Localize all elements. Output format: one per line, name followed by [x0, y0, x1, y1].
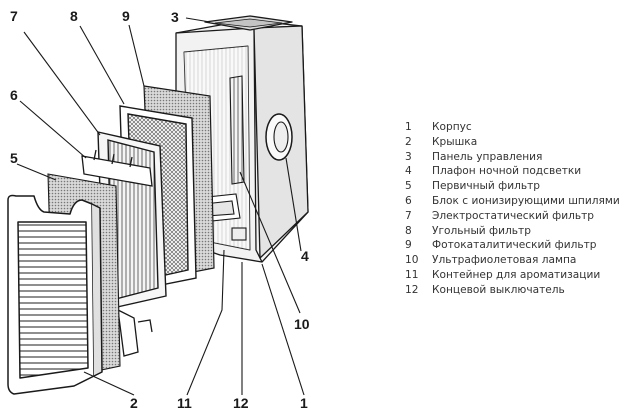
legend-label: Угольный фильтр: [432, 224, 531, 237]
legend-label: Контейнер для ароматизации: [432, 268, 601, 281]
legend-item: 9 Фотокаталитический фильтр: [405, 238, 633, 253]
legend-label: Концевой выключатель: [432, 283, 565, 296]
callout-12: 12: [233, 395, 249, 411]
uv-lamp: [229, 75, 245, 185]
legend-label: Крышка: [432, 135, 478, 148]
parts-legend: 1 Корпус 2 Крышка 3 Панель управления 4 Плаф…: [405, 120, 633, 298]
legend-number: 4: [405, 165, 412, 178]
legend-number: 11: [405, 268, 419, 281]
callout-10: 10: [294, 316, 310, 332]
front-cover: [7, 194, 103, 395]
legend-item: 1 Корпус: [405, 120, 633, 135]
legend-item: 11 Контейнер для ароматизации: [405, 268, 633, 283]
legend-item: 12 Концевой выключатель: [405, 283, 633, 298]
legend-item: 3 Панель управления: [405, 150, 633, 165]
legend-label: Первичный фильтр: [432, 180, 540, 193]
callout-4: 4: [301, 248, 309, 264]
callout-2: 2: [130, 395, 138, 411]
legend-number: 7: [405, 209, 412, 222]
legend-number: 1: [405, 121, 412, 133]
ionizing-spikes-block: [81, 149, 153, 357]
legend-number: 6: [405, 194, 412, 207]
limit-switch: [231, 227, 247, 241]
legend-item: 7 Электростатический фильтр: [405, 209, 633, 224]
leader-lines: [16, 17, 305, 396]
legend-label: Ультрафиолетовая лампа: [432, 254, 577, 267]
legend-label: Плафон ночной подсветки: [432, 165, 582, 178]
legend-number: 2: [405, 135, 412, 148]
legend-number: 8: [405, 224, 412, 237]
legend-number: 12: [405, 283, 419, 296]
legend-item: 6 Блок с ионизирующими шпилями: [405, 194, 633, 209]
legend-number: 3: [405, 150, 412, 163]
legend-label: Корпус: [432, 121, 472, 133]
callout-11: 11: [177, 395, 192, 411]
legend-item: 8 Угольный фильтр: [405, 224, 633, 239]
legend-label: Электростатический фильтр: [432, 209, 594, 222]
callout-9: 9: [122, 8, 130, 24]
callout-5: 5: [10, 150, 18, 166]
legend-item: 5 Первичный фильтр: [405, 179, 633, 194]
night-light-lamp: [265, 113, 293, 161]
callout-7: 7: [10, 8, 18, 24]
callout-6: 6: [10, 87, 18, 103]
legend-number: 5: [405, 180, 412, 193]
callout-3: 3: [171, 9, 179, 25]
legend-number: 9: [405, 239, 412, 252]
legend-label: Панель управления: [432, 150, 543, 163]
legend-label: Блок с ионизирующими шпилями: [432, 194, 620, 207]
legend-item: 10 Ультрафиолетовая лампа: [405, 253, 633, 268]
callout-8: 8: [70, 8, 78, 24]
callout-1: 1: [300, 395, 308, 411]
legend-label: Фотокаталитический фильтр: [432, 239, 597, 252]
legend-item: 2 Крышка: [405, 135, 633, 150]
legend-number: 10: [405, 254, 419, 267]
legend-item: 4 Плафон ночной подсветки: [405, 164, 633, 179]
